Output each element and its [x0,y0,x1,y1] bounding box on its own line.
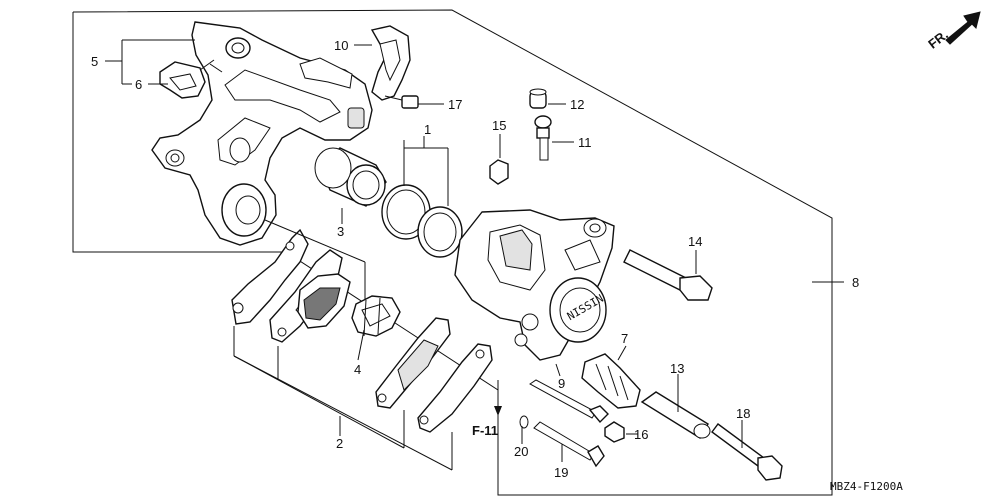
callout-15: 15 [492,118,506,133]
callout-9: 9 [558,376,565,391]
caliper-body: NISSIN [454,209,615,361]
callout-10: 10 [334,38,348,53]
assembly-outline [72,9,833,496]
bleeder-cap [529,88,547,109]
front-direction-label: FR. [925,27,951,52]
hanger-pin-clip [519,415,529,429]
hanger-pin [533,421,605,468]
callout-7: 7 [621,331,628,346]
callout-1: 1 [424,122,431,137]
callout-14: 14 [688,234,702,249]
brake-pad-backing-inner [375,317,451,409]
callout-18: 18 [736,406,750,421]
caliper-bracket [151,21,373,246]
callout-12: 12 [570,97,584,112]
callout-20: 20 [514,444,528,459]
callout-11: 11 [578,135,592,150]
brake-pad-material [297,273,351,329]
callout-5: 5 [91,54,98,69]
pad-pin-plug [604,421,625,443]
callout-6: 6 [135,77,142,92]
pin-dust-boot [581,353,641,409]
pad-spring [351,295,401,337]
caliper-piston [314,147,387,207]
callout-17: 17 [448,97,462,112]
pin-sleeve [640,391,711,439]
leader-lines [105,39,844,462]
callout-3: 3 [337,224,344,239]
diagram-code: MBZ4-F1200A [830,480,903,493]
front-direction-arrow-icon: FR. [925,11,981,52]
caliper-guard-plate [299,25,411,101]
reference-label: F-11 [472,423,498,438]
callout-4: 4 [354,362,361,377]
callout-13: 13 [670,361,684,376]
brake-pad-shim-inner [417,343,493,433]
callout-2: 2 [336,436,343,451]
caliper-slide-pin [623,249,713,301]
callout-19: 19 [554,465,568,480]
piston-seal-set [381,184,463,258]
pad-pin [529,379,609,424]
pin-bolt [711,423,783,481]
bleeder-valve [534,115,552,161]
callout-8: 8 [852,275,859,290]
callout-16: 16 [634,427,648,442]
brake-pad-shim-outer [231,228,309,325]
pad-group-bracket [233,219,453,471]
guard-bolt [384,95,419,109]
pad-spring-retainer [159,59,223,99]
callout-numbers: 1 2 3 4 5 6 7 8 9 10 11 12 13 14 15 16 1… [91,38,859,480]
reference-arrow [494,380,502,416]
caliper-plug [489,159,509,185]
